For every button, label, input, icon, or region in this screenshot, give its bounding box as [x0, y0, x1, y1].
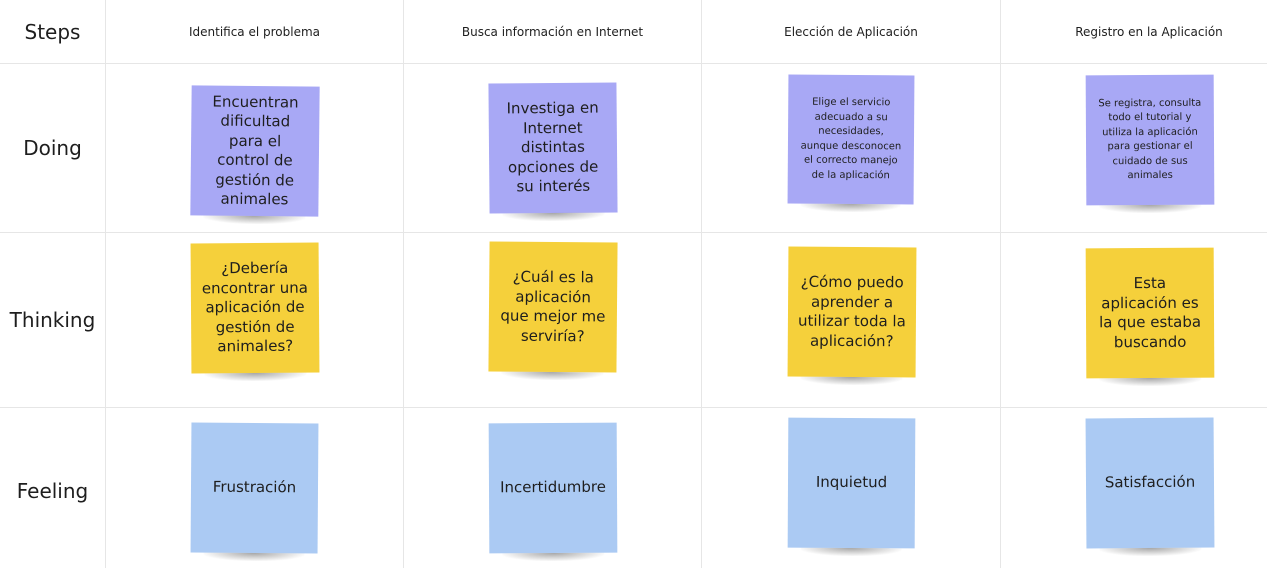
step-header-2: Busca información en Internet: [461, 24, 644, 39]
row-divider: [0, 407, 1267, 408]
step-header-1: Identifica el problema: [188, 24, 321, 39]
row-divider: [0, 232, 1267, 233]
row-divider: [0, 63, 1267, 64]
sticky-note-doing-4[interactable]: Se registra, consulta todo el tutorial y…: [1085, 74, 1215, 206]
step-header-4: Registro en la Aplicación: [1075, 24, 1223, 39]
column-divider: [1000, 0, 1001, 568]
column-divider: [403, 0, 404, 568]
sticky-note-feeling-4[interactable]: Satisfacción: [1085, 417, 1215, 549]
step-header-3: Elección de Aplicación: [784, 24, 918, 39]
sticky-note-feeling-3[interactable]: Inquietud: [787, 417, 916, 549]
column-divider: [105, 0, 106, 568]
row-label-doing: Doing: [23, 136, 82, 160]
row-label-thinking: Thinking: [9, 308, 96, 332]
row-label-steps: Steps: [24, 20, 81, 44]
sticky-note-thinking-1[interactable]: ¿Debería encontrar una aplicación de ges…: [190, 242, 320, 374]
sticky-note-thinking-3[interactable]: ¿Cómo puedo aprender a utilizar toda la …: [787, 246, 917, 378]
sticky-note-doing-2[interactable]: Investiga en Internet distintas opciones…: [488, 82, 618, 214]
sticky-note-feeling-1[interactable]: Frustración: [190, 422, 319, 554]
sticky-note-thinking-2[interactable]: ¿Cuál es la aplicación que mejor me serv…: [488, 241, 618, 373]
sticky-note-feeling-2[interactable]: Incertidumbre: [488, 422, 618, 554]
sticky-note-thinking-4[interactable]: Esta aplicación es la que estaba buscand…: [1085, 247, 1215, 379]
column-divider: [701, 0, 702, 568]
row-label-feeling: Feeling: [16, 479, 89, 503]
sticky-note-doing-3[interactable]: Elige el servicio adecuado a su necesida…: [787, 74, 915, 205]
sticky-note-doing-1[interactable]: Encuentran dificultad para el control de…: [190, 85, 320, 217]
